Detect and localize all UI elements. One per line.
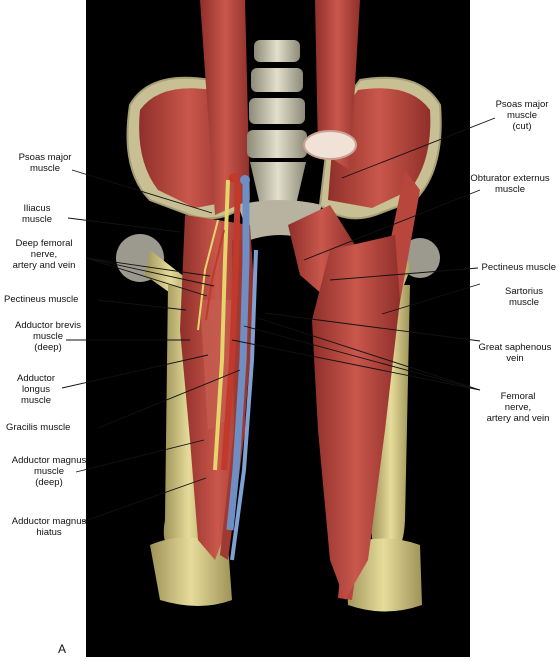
leader-pectineus-right bbox=[329, 267, 479, 281]
label-great-saphenous: Great saphenous vein bbox=[478, 342, 552, 364]
leader-gracilis bbox=[97, 369, 241, 429]
lumbar-spine bbox=[247, 40, 307, 205]
leader-adductor-longus bbox=[61, 354, 209, 389]
label-adductor-brevis: Adductor brevis muscle (deep) bbox=[14, 320, 81, 353]
leader-deep-femoral-1 bbox=[85, 257, 211, 277]
leader-lines bbox=[61, 117, 496, 523]
label-femoral-bundle: Femoral nerve, artery and vein bbox=[486, 391, 550, 424]
label-iliacus: Iliacus muscle bbox=[21, 203, 53, 225]
right-thigh-muscles bbox=[312, 235, 400, 600]
leader-psoas-left bbox=[71, 169, 213, 214]
label-pectineus-right: Pectineus muscle bbox=[481, 262, 556, 273]
label-psoas-major-left: Psoas major muscle bbox=[18, 152, 72, 174]
leader-iliacus bbox=[67, 217, 181, 233]
label-adductor-magnus-hiatus: Adductor magnus hiatus bbox=[11, 516, 87, 538]
leader-adductor-hiatus bbox=[81, 477, 207, 523]
label-adductor-longus: Adductor longus muscle bbox=[16, 373, 56, 406]
label-pectineus-left: Pectineus muscle bbox=[4, 294, 79, 305]
label-sartorius: Sartorius muscle bbox=[504, 286, 543, 308]
femoral-bundle bbox=[197, 179, 258, 561]
leader-sartorius bbox=[381, 283, 481, 315]
psoas-cut-surface bbox=[303, 130, 357, 160]
leader-obturator bbox=[303, 189, 481, 261]
label-adductor-magnus: Adductor magnus muscle (deep) bbox=[11, 455, 87, 488]
label-obturator-externus: Obturator externus muscle bbox=[470, 173, 550, 195]
psoas-column-left bbox=[200, 0, 250, 215]
panel-letter: A bbox=[58, 642, 67, 656]
leader-adductor-magnus bbox=[75, 439, 205, 473]
psoas-column-right bbox=[315, 0, 360, 170]
leader-femoral-3 bbox=[231, 339, 481, 391]
leader-deep-femoral-2 bbox=[85, 257, 215, 287]
leader-femoral-1 bbox=[257, 317, 481, 391]
label-deep-femoral: Deep femoral nerve, artery and vein bbox=[12, 238, 76, 271]
iliac-artery-cut bbox=[229, 173, 239, 183]
label-psoas-major-cut: Psoas major muscle (cut) bbox=[495, 99, 549, 132]
leader-saphenous bbox=[264, 312, 481, 342]
leader-femoral-2 bbox=[243, 325, 481, 391]
iliac-vein-cut bbox=[240, 175, 250, 185]
leader-psoas-cut bbox=[341, 117, 496, 179]
leader-deep-femoral-3 bbox=[85, 257, 208, 297]
label-gracilis: Gracilis muscle bbox=[6, 422, 71, 433]
leader-pectineus-left bbox=[97, 299, 187, 311]
